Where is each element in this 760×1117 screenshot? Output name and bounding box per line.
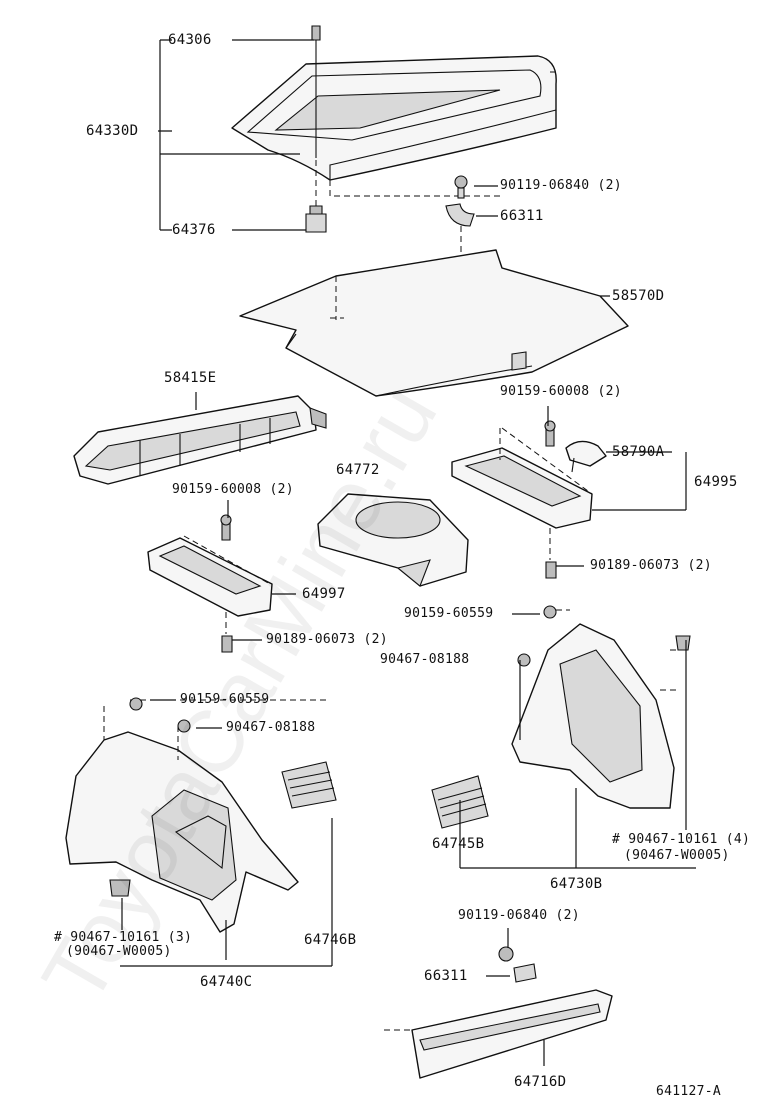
- label-90467-W0005-right: (90467-W0005): [624, 848, 730, 863]
- label-64716D: 64716D: [514, 1074, 567, 1090]
- trunk-mat-58570D: [239, 249, 629, 397]
- label-90119-06840-bottom: 90119-06840 (2): [458, 908, 580, 923]
- label-58790A: 58790A: [612, 444, 665, 460]
- label-64746B: 64746B: [304, 932, 357, 948]
- label-66311-bottom: 66311: [424, 968, 468, 984]
- vent-64746B: [281, 761, 337, 809]
- label-58570D: 58570D: [612, 288, 665, 304]
- label-64306: 64306: [168, 32, 212, 48]
- label-90119-06840-top: 90119-06840 (2): [500, 178, 622, 193]
- label-90159-60008-left: 90159-60008 (2): [172, 482, 294, 497]
- quarter-trim-64730B: [511, 605, 691, 809]
- label-64730B: 64730B: [550, 876, 603, 892]
- label-64740C: 64740C: [200, 974, 253, 990]
- label-90467-10161-left: # 90467-10161 (3): [54, 930, 193, 945]
- label-66311-top: 66311: [500, 208, 544, 224]
- label-90189-06073-left: 90189-06073 (2): [266, 632, 388, 647]
- label-64997: 64997: [302, 586, 346, 602]
- part-64376: [305, 160, 327, 233]
- leader-lines: [120, 39, 696, 1066]
- sill-64716D: [384, 946, 613, 1079]
- diagram-code: 641127-A: [656, 1084, 722, 1099]
- label-90159-60008-right: 90159-60008 (2): [500, 384, 622, 399]
- part-58790A: [565, 440, 607, 473]
- label-90189-06073-right: 90189-06073 (2): [590, 558, 712, 573]
- label-90159-60559-right: 90159-60559: [404, 606, 494, 621]
- tool-box-58415E: [73, 395, 327, 485]
- label-64772: 64772: [336, 462, 380, 478]
- label-90467-10161-right: # 90467-10161 (4): [612, 832, 751, 847]
- label-64995: 64995: [694, 474, 738, 490]
- tray-64995: [451, 420, 593, 579]
- label-90467-W0005-left: (90467-W0005): [66, 944, 172, 959]
- tray-64997: [147, 514, 273, 653]
- quarter-trim-64740C: [65, 697, 330, 933]
- part-64306: [311, 25, 321, 158]
- label-90159-60559-left: 90159-60559: [180, 692, 270, 707]
- label-64330D: 64330D: [86, 123, 139, 139]
- label-58415E: 58415E: [164, 370, 217, 386]
- label-90467-08188-left: 90467-08188: [226, 720, 316, 735]
- label-90467-08188-right: 90467-08188: [380, 652, 470, 667]
- label-64376: 64376: [172, 222, 216, 238]
- spacer-64772: [317, 493, 469, 587]
- package-tray-64330D: [231, 55, 557, 197]
- label-64745B: 64745B: [432, 836, 485, 852]
